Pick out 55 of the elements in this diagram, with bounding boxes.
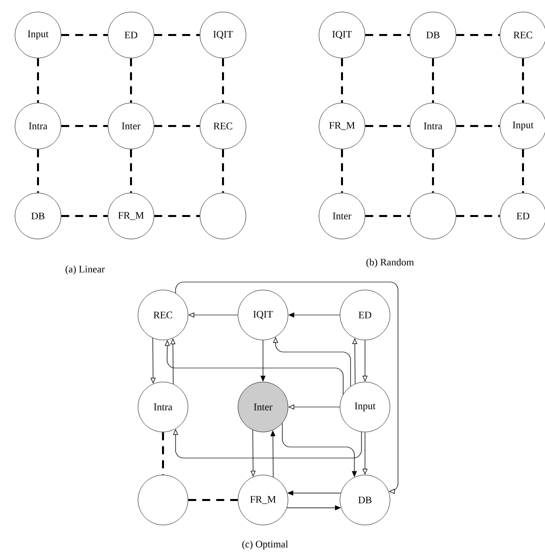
connector-line [154, 125, 200, 127]
circle-node: ED [108, 12, 154, 58]
connector-line [341, 58, 343, 103]
connector-line [37, 149, 39, 193]
circle-node: FR_M [318, 102, 366, 150]
caption: (a) Linear [66, 265, 105, 275]
circle-node: Inter [238, 382, 288, 432]
connector-line [130, 149, 132, 193]
circle-node: REC [200, 102, 246, 150]
connector-line [522, 149, 524, 193]
connector-line [154, 215, 200, 217]
circle-node: IQIT [200, 12, 246, 58]
circle-node: Intra [138, 382, 188, 432]
empty-circle [138, 474, 188, 526]
circle-node: Intra [410, 102, 456, 150]
connector-line [37, 58, 39, 103]
connector-line [130, 58, 132, 103]
connector-line [432, 149, 434, 193]
circle-node: Input [14, 12, 62, 58]
arrow [175, 282, 398, 494]
circle-node: Inter [318, 192, 366, 240]
connector-line [61, 34, 108, 36]
connector-line [456, 34, 500, 36]
circle-node: Input [340, 382, 390, 432]
circle-node: REC [138, 290, 188, 340]
circle-node: DB [410, 12, 456, 58]
connector-line [365, 215, 410, 217]
empty-circle [410, 192, 456, 240]
circle-node: IQIT [318, 12, 366, 58]
caption: (c) Optimal [242, 540, 288, 550]
circle-node: Inter [108, 102, 154, 150]
circle-node: ED [340, 290, 390, 340]
connector-line [456, 125, 500, 127]
arrow [286, 505, 341, 510]
connector-line [222, 149, 224, 193]
circle-node: IQIT [238, 290, 288, 340]
circle-node: FR_M [238, 474, 288, 526]
circle-node: DB [14, 192, 62, 240]
empty-circle [200, 192, 246, 240]
connector-line [188, 499, 238, 501]
connector-line [432, 58, 434, 103]
connector-line [522, 58, 524, 103]
circle-node: DB [340, 474, 390, 526]
connector-line [365, 34, 410, 36]
connector-line [222, 58, 224, 103]
connector-line [61, 215, 108, 217]
connector-line [456, 215, 500, 217]
connector-line [365, 125, 410, 127]
circle-node: Intra [14, 102, 62, 150]
circle-node: FR_M [108, 192, 154, 240]
connector-line [162, 432, 164, 475]
caption: (b) Random [366, 258, 414, 268]
connector-line [341, 149, 343, 193]
connector-line [61, 125, 108, 127]
connector-line [154, 34, 200, 36]
